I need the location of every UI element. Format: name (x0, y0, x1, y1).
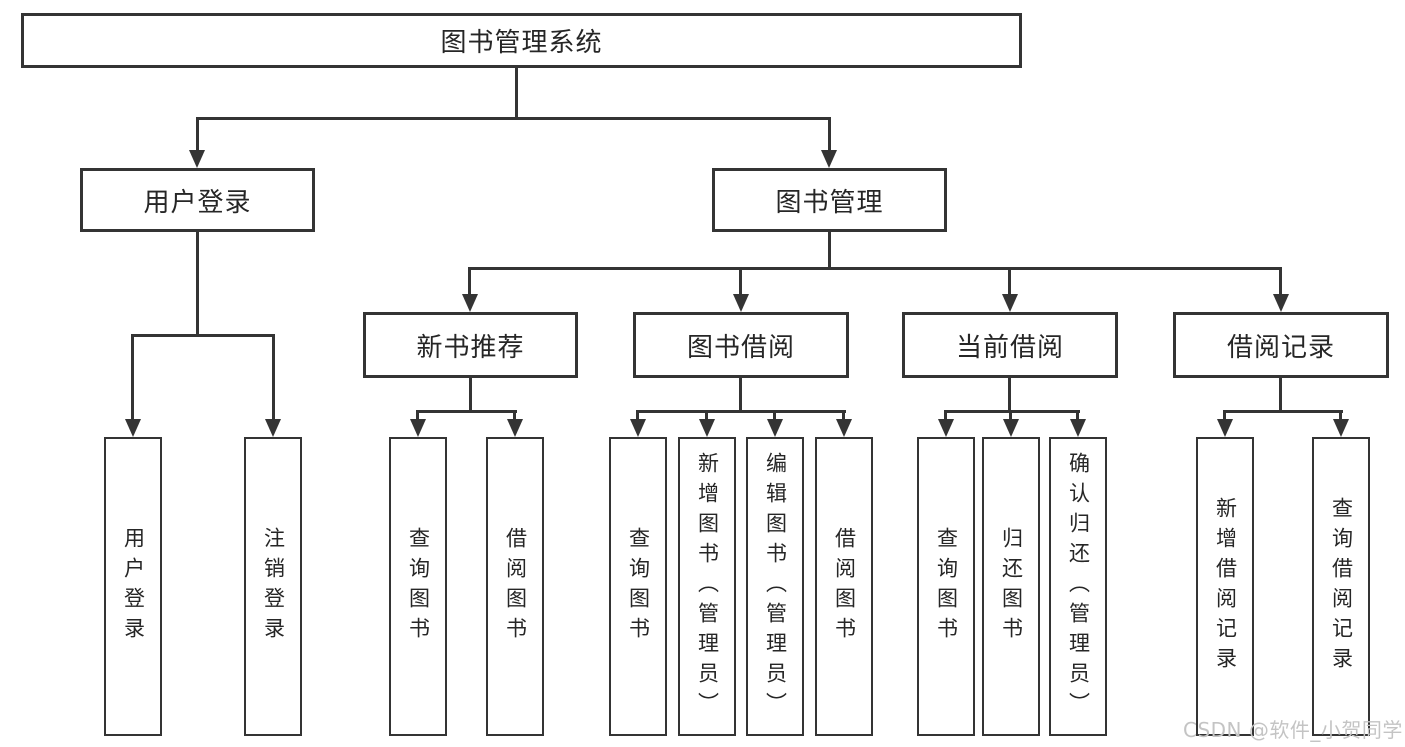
connector-line (1339, 410, 1342, 422)
connector-line (196, 230, 199, 336)
node-book-management: 图书管理 (712, 168, 947, 232)
connector-line (636, 410, 846, 413)
node-label: 借阅图书 (503, 526, 528, 647)
leaf-query-book: 查询图书 (917, 437, 975, 736)
arrowhead-down-icon (1333, 419, 1349, 437)
connector-line (468, 267, 1282, 270)
node-label: 新增图书（管理员） (695, 451, 720, 722)
connector-line (739, 267, 742, 297)
arrowhead-down-icon (1003, 419, 1019, 437)
node-new-book-recommend: 新书推荐 (363, 312, 578, 378)
node-label: 图书管理 (775, 187, 884, 218)
arrowhead-down-icon (410, 419, 426, 437)
connector-line (131, 334, 134, 422)
leaf-borrow-book: 借阅图书 (486, 437, 544, 736)
connector-line (944, 410, 1080, 413)
node-label: 查询借阅记录 (1329, 496, 1354, 677)
node-label: 新增借阅记录 (1213, 496, 1238, 677)
watermark: CSDN @软件_小贺同学 (1183, 718, 1403, 742)
leaf-logout: 注销登录 (244, 437, 302, 736)
arrowhead-down-icon (836, 419, 852, 437)
arrowhead-down-icon (1217, 419, 1233, 437)
leaf-confirm-return-admin: 确认归还（管理员） (1049, 437, 1107, 736)
connector-line (1223, 410, 1226, 422)
connector-line (513, 410, 516, 422)
connector-line (1008, 267, 1011, 297)
connector-line (842, 410, 845, 422)
node-user-login: 用户登录 (80, 168, 315, 232)
connector-line (131, 334, 275, 337)
arrowhead-down-icon (189, 150, 205, 168)
node-label: 图书管理系统 (440, 28, 603, 58)
node-label: 查询图书 (934, 526, 959, 647)
leaf-query-book: 查询图书 (609, 437, 667, 736)
connector-line (828, 117, 831, 153)
arrowhead-down-icon (507, 419, 523, 437)
leaf-user-login: 用户登录 (104, 437, 162, 736)
leaf-query-book: 查询图书 (389, 437, 447, 736)
node-label: 确认归还（管理员） (1066, 451, 1091, 722)
connector-line (1009, 410, 1012, 422)
leaf-return-book: 归还图书 (982, 437, 1040, 736)
leaf-add-borrow-record: 新增借阅记录 (1196, 437, 1254, 736)
node-label: 用户登录 (143, 187, 252, 218)
node-label: 用户登录 (121, 526, 146, 647)
node-label: 借阅图书 (832, 526, 857, 647)
connector-line (468, 267, 471, 297)
arrowhead-down-icon (462, 294, 478, 312)
connector-line (1279, 376, 1282, 413)
connector-line (739, 376, 742, 413)
arrowhead-down-icon (1273, 294, 1289, 312)
node-current-borrow: 当前借阅 (902, 312, 1118, 378)
node-book-borrow: 图书借阅 (633, 312, 849, 378)
connector-line (705, 410, 708, 422)
node-label: 查询图书 (626, 526, 651, 647)
connector-line (416, 410, 517, 413)
arrowhead-down-icon (265, 419, 281, 437)
connector-line (1223, 410, 1343, 413)
connector-line (196, 117, 831, 120)
node-label: 注销登录 (261, 526, 286, 647)
connector-line (828, 230, 831, 270)
arrowhead-down-icon (1002, 294, 1018, 312)
arrowhead-down-icon (630, 419, 646, 437)
connector-line (272, 334, 275, 422)
leaf-query-borrow-record: 查询借阅记录 (1312, 437, 1370, 736)
node-label: 查询图书 (406, 526, 431, 647)
arrowhead-down-icon (125, 419, 141, 437)
connector-line (1279, 267, 1282, 297)
connector-line (1008, 376, 1011, 413)
connector-line (416, 410, 419, 422)
connector-line (1076, 410, 1079, 422)
node-root: 图书管理系统 (21, 13, 1022, 68)
leaf-edit-book-admin: 编辑图书（管理员） (746, 437, 804, 736)
connector-line (944, 410, 947, 422)
node-label: 借阅记录 (1226, 332, 1335, 363)
connector-line (469, 376, 472, 413)
node-borrow-records: 借阅记录 (1173, 312, 1389, 378)
connector-line (636, 410, 639, 422)
arrowhead-down-icon (938, 419, 954, 437)
node-label: 新书推荐 (416, 332, 525, 363)
node-label: 当前借阅 (955, 332, 1064, 363)
arrowhead-down-icon (733, 294, 749, 312)
connector-line (196, 117, 199, 153)
arrowhead-down-icon (821, 150, 837, 168)
arrowhead-down-icon (767, 419, 783, 437)
node-label: 图书借阅 (686, 332, 795, 363)
leaf-add-book-admin: 新增图书（管理员） (678, 437, 736, 736)
node-label: 归还图书 (999, 526, 1024, 647)
node-label: 编辑图书（管理员） (763, 451, 788, 722)
arrowhead-down-icon (1070, 419, 1086, 437)
connector-line (515, 66, 518, 119)
connector-line (773, 410, 776, 422)
arrowhead-down-icon (699, 419, 715, 437)
leaf-borrow-book: 借阅图书 (815, 437, 873, 736)
